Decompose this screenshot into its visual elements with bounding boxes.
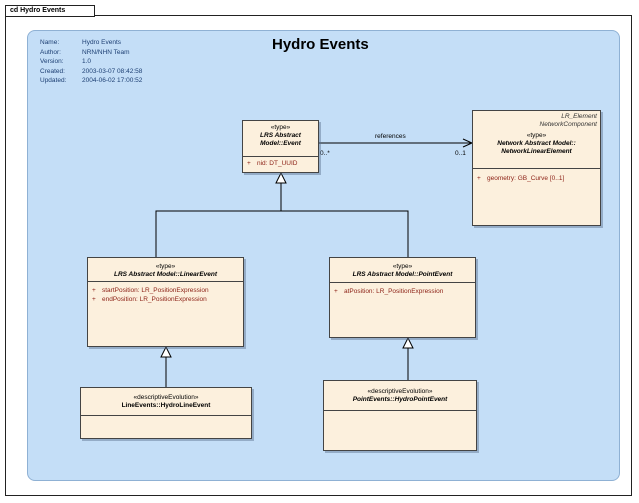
class-network-tag2: NetworkComponent xyxy=(539,121,597,128)
association-target-multiplicity: 0..1 xyxy=(455,150,466,157)
class-network-tag1: LR_Element xyxy=(561,113,597,120)
info-row-name: Name:Hydro Events xyxy=(40,39,122,46)
class-network-attributes: +geometry: GB_Curve [0..1] xyxy=(473,169,600,187)
generalization-arrowhead-linear xyxy=(160,345,172,358)
info-row-updated: Updated:2004-06-02 17:00:52 xyxy=(40,77,143,84)
class-event-stereotype: «type» xyxy=(270,124,291,131)
generalization-point-to-event[interactable] xyxy=(281,210,409,257)
class-hydropoint-stereotype: «descriptiveEvolution» xyxy=(367,388,433,395)
class-event-name-line2: Model::Event xyxy=(260,140,301,147)
class-hydropoint-header: «descriptiveEvolution» PointEvents::Hydr… xyxy=(324,381,476,411)
generalization-arrowhead-point xyxy=(402,336,414,349)
generalization-arrowhead-event xyxy=(275,171,287,184)
class-hydroline-name: LineEvents::HydroLineEvent xyxy=(121,402,211,409)
class-hydro-point-event[interactable]: «descriptiveEvolution» PointEvents::Hydr… xyxy=(323,380,477,451)
class-hydro-line-event[interactable]: «descriptiveEvolution» LineEvents::Hydro… xyxy=(80,387,252,439)
class-point-event[interactable]: «type» LRS Abstract Model::PointEvent +a… xyxy=(329,257,476,338)
frame-label: cd Hydro Events xyxy=(5,5,95,17)
attribute[interactable]: +endPosition: LR_PositionExpression xyxy=(92,295,207,303)
class-network-name-line1: Network Abstract Model:: xyxy=(497,140,576,147)
class-hydroline-header: «descriptiveEvolution» LineEvents::Hydro… xyxy=(81,388,251,416)
info-row-created: Created:2003-03-07 08:42:58 xyxy=(40,67,143,75)
class-linear-stereotype: «type» xyxy=(155,263,176,270)
attribute[interactable]: +atPosition: LR_PositionExpression xyxy=(334,288,444,295)
class-network-stereotype: «type» xyxy=(526,132,547,139)
class-point-header: «type» LRS Abstract Model::PointEvent xyxy=(330,258,475,283)
association-label: references xyxy=(375,133,406,140)
attribute[interactable]: +geometry: GB_Curve [0..1] xyxy=(477,175,565,182)
diagram-info: Name:Hydro Events Author:NRN/NHN Team Ve… xyxy=(40,38,142,86)
class-point-name: LRS Abstract Model::PointEvent xyxy=(352,271,453,278)
class-linear-header: «type» LRS Abstract Model::LinearEvent xyxy=(88,258,243,282)
class-event-header: «type» LRS Abstract Model::Event xyxy=(243,121,318,157)
info-row-version: Version:1.0 xyxy=(40,58,92,65)
class-linear-attributes: +startPosition: LR_PositionExpression +e… xyxy=(88,282,243,307)
association-source-multiplicity: 0..* xyxy=(320,150,330,157)
info-row-author: Author:NRN/NHN Team xyxy=(40,48,130,56)
class-network-name-line2: NetworkLinearElement xyxy=(501,148,572,155)
attribute[interactable]: +startPosition: LR_PositionExpression xyxy=(92,287,209,294)
class-linear-event[interactable]: «type» LRS Abstract Model::LinearEvent +… xyxy=(87,257,244,347)
class-point-attributes: +atPosition: LR_PositionExpression xyxy=(330,283,475,300)
class-network-header: LR_Element NetworkComponent «type» Netwo… xyxy=(473,111,600,169)
class-point-stereotype: «type» xyxy=(392,263,413,270)
generalization-linear-to-event[interactable] xyxy=(155,183,282,257)
class-event-name-line1: LRS Abstract xyxy=(260,132,301,139)
class-hydroline-stereotype: «descriptiveEvolution» xyxy=(133,394,199,401)
class-hydropoint-name: PointEvents::HydroPointEvent xyxy=(352,396,448,403)
class-event[interactable]: «type» LRS Abstract Model::Event +nid: D… xyxy=(242,120,319,173)
diagram-title: Hydro Events xyxy=(272,36,369,53)
class-network-linear-element[interactable]: LR_Element NetworkComponent «type» Netwo… xyxy=(472,110,601,226)
class-linear-name: LRS Abstract Model::LinearEvent xyxy=(113,271,218,278)
attribute[interactable]: +nid: DT_UUID xyxy=(247,160,298,167)
class-event-attributes: +nid: DT_UUID xyxy=(243,157,318,172)
